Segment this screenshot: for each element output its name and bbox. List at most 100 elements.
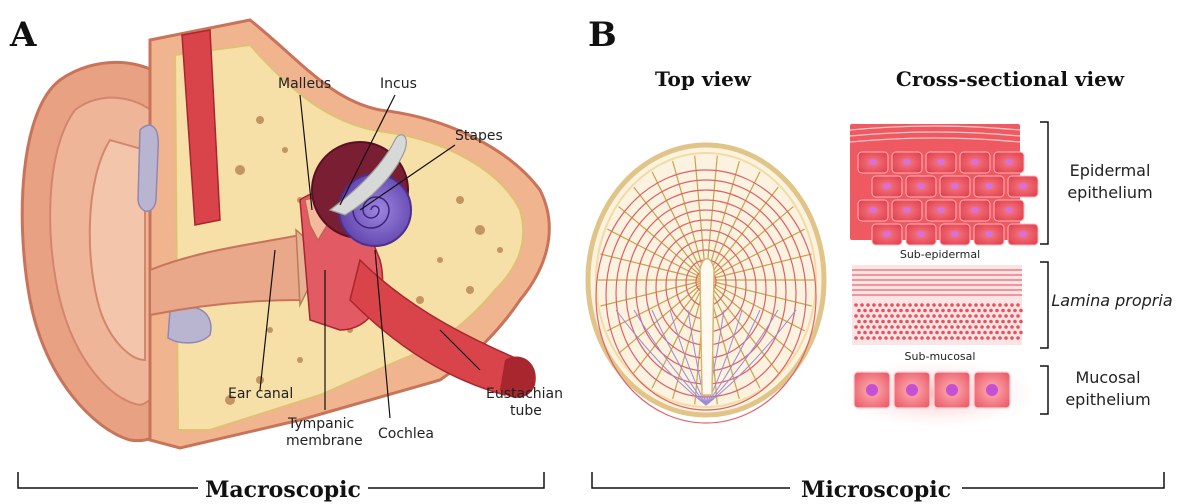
connective-dot [860, 314, 864, 318]
cell-nucleus [917, 183, 925, 189]
connective-dot [863, 320, 867, 324]
connective-dot [896, 314, 900, 318]
connective-dot [1013, 331, 1017, 335]
connective-dot [980, 336, 984, 340]
connective-dot [926, 325, 930, 329]
connective-dot [905, 309, 909, 313]
connective-dot [1016, 336, 1020, 340]
connective-dot [887, 309, 891, 313]
connective-dot [986, 325, 990, 329]
connective-dot [863, 331, 867, 335]
connective-dot [989, 331, 993, 335]
connective-dot [938, 336, 942, 340]
cell-nucleus [951, 231, 959, 237]
connective-dot [962, 314, 966, 318]
connective-dot [932, 336, 936, 340]
connective-dot [908, 303, 912, 307]
label-incus: Incus [380, 76, 417, 92]
connective-dot [950, 314, 954, 318]
connective-dot [878, 314, 882, 318]
label-mucosal-1: Mucosal [1075, 368, 1140, 387]
connective-dot [884, 325, 888, 329]
connective-dot [860, 336, 864, 340]
label-tympanic-1: Tympanic [287, 416, 354, 432]
connective-dot [1001, 331, 1005, 335]
connective-dot [899, 331, 903, 335]
connective-dot [923, 331, 927, 335]
label-cochlea: Cochlea [378, 426, 434, 442]
connective-dot [992, 325, 996, 329]
macroscopic-label: Macroscopic [205, 477, 361, 503]
connective-dot [911, 331, 915, 335]
connective-dot [908, 314, 912, 318]
cartilage-upper [138, 125, 158, 211]
connective-dot [962, 325, 966, 329]
connective-dot [974, 314, 978, 318]
connective-dot [1010, 336, 1014, 340]
connective-dot [893, 309, 897, 313]
connective-dot [872, 314, 876, 318]
connective-dot [1010, 314, 1014, 318]
microscopic-label: Microscopic [801, 477, 951, 503]
connective-dot [938, 314, 942, 318]
connective-dot [956, 336, 960, 340]
connective-dot [872, 325, 876, 329]
connective-dot [935, 320, 939, 324]
connective-dot [986, 314, 990, 318]
label-eustachian-1: Eustachian [486, 386, 563, 402]
connective-dot [1004, 325, 1008, 329]
sub-mucosal-label: Sub-mucosal [905, 350, 976, 363]
connective-dot [869, 331, 873, 335]
connective-dot [1019, 320, 1023, 324]
connective-dot [974, 303, 978, 307]
connective-dot [893, 320, 897, 324]
connective-dot [1007, 309, 1011, 313]
connective-dot [890, 314, 894, 318]
connective-dot [974, 336, 978, 340]
connective-dot [857, 320, 861, 324]
connective-dot [944, 314, 948, 318]
label-lamina-propria: Lamina propria [1051, 291, 1172, 310]
connective-dot [920, 314, 924, 318]
connective-dot [971, 309, 975, 313]
connective-dot [896, 336, 900, 340]
manubrium [700, 259, 714, 395]
cell-nucleus [937, 207, 945, 213]
cell-nucleus [971, 207, 979, 213]
connective-dot [884, 303, 888, 307]
connective-dot [857, 331, 861, 335]
connective-dot [953, 320, 957, 324]
connective-dot [980, 325, 984, 329]
connective-dot [959, 320, 963, 324]
connective-dot [878, 303, 882, 307]
connective-dot [938, 325, 942, 329]
connective-dot [926, 303, 930, 307]
connective-dot [959, 309, 963, 313]
connective-dot [914, 336, 918, 340]
connective-dot [935, 331, 939, 335]
connective-dot [869, 320, 873, 324]
connective-dot [956, 303, 960, 307]
cell-nucleus [883, 231, 891, 237]
cell-nucleus [985, 231, 993, 237]
connective-dot [977, 309, 981, 313]
connective-dot [998, 336, 1002, 340]
connective-dot [947, 331, 951, 335]
connective-dot [1016, 325, 1020, 329]
connective-dot [854, 314, 858, 318]
connective-dot [998, 325, 1002, 329]
connective-dot [896, 303, 900, 307]
connective-dot [956, 314, 960, 318]
connective-dot [944, 336, 948, 340]
cell-nucleus [946, 384, 958, 396]
connective-dot [995, 331, 999, 335]
connective-dot [992, 314, 996, 318]
connective-dot [866, 303, 870, 307]
connective-dot [920, 303, 924, 307]
lamina-propria-layer [852, 265, 1023, 345]
connective-dot [1007, 320, 1011, 324]
connective-dot [1010, 303, 1014, 307]
connective-dot [884, 314, 888, 318]
cell-nucleus [869, 159, 877, 165]
connective-dot [908, 336, 912, 340]
